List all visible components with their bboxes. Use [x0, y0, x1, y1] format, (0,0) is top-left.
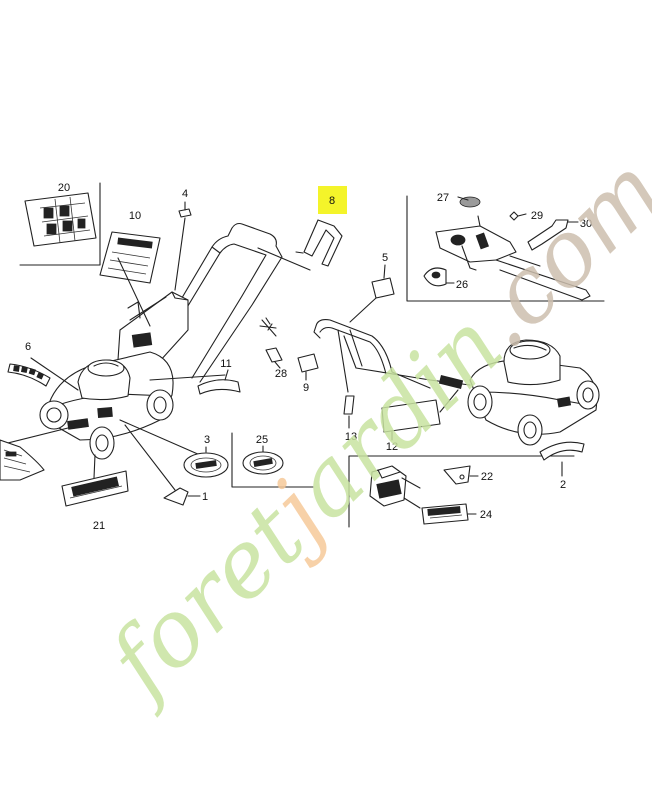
inset-handle-detail — [423, 196, 591, 301]
callout-10: 10 — [129, 210, 141, 222]
callout-4: 4 — [182, 188, 188, 200]
callout-5: 5 — [382, 252, 388, 264]
part-12-label — [381, 389, 459, 441]
callout-12: 12 — [386, 441, 398, 453]
callout-11: 11 — [220, 358, 231, 370]
part-11-arc — [197, 369, 241, 395]
callout-1: 1 — [202, 491, 208, 503]
callout-30: 30 — [580, 218, 592, 230]
callout-20: 20 — [58, 182, 70, 194]
part-21-label — [61, 470, 129, 507]
part-8-highlight-box — [318, 186, 347, 214]
section-dividers — [19, 182, 605, 528]
edge-label-fragment — [0, 439, 45, 481]
callout-24: 24 — [480, 509, 492, 521]
part-9-pad — [297, 353, 319, 381]
callout-labels: 20 10 4 8 5 6 11 28 9 13 12 2 3 25 1 21 … — [25, 182, 592, 532]
callout-9: 9 — [303, 382, 309, 394]
callout-8: 8 — [329, 195, 335, 207]
leader-lines-left — [0, 247, 311, 491]
callout-26: 26 — [456, 279, 468, 291]
callout-3: 3 — [204, 434, 210, 446]
left-mower — [39, 222, 283, 460]
part-3-badge — [183, 446, 229, 478]
part-2-arc — [539, 441, 585, 477]
part-6-label — [7, 363, 51, 387]
callout-29: 29 — [531, 210, 543, 222]
part-25-badge — [242, 445, 284, 475]
callout-22: 22 — [481, 471, 493, 483]
inset-lever-detail — [369, 465, 479, 525]
callout-6: 6 — [25, 341, 31, 353]
part-10-label — [99, 231, 161, 284]
right-mower — [313, 319, 600, 446]
part-1-piece — [163, 487, 201, 506]
part-28-spring — [259, 317, 283, 369]
callout-28: 28 — [275, 368, 287, 380]
callout-2: 2 — [560, 479, 566, 491]
part-5-pad — [349, 264, 395, 323]
callout-21: 21 — [93, 520, 105, 532]
part-13-strip — [337, 329, 355, 429]
callout-27: 27 — [437, 192, 449, 204]
part-8-clip — [295, 219, 343, 267]
callout-13: 13 — [345, 431, 357, 443]
part-20-label — [24, 192, 97, 247]
callout-25: 25 — [256, 434, 268, 446]
part-4-tag — [174, 201, 192, 291]
